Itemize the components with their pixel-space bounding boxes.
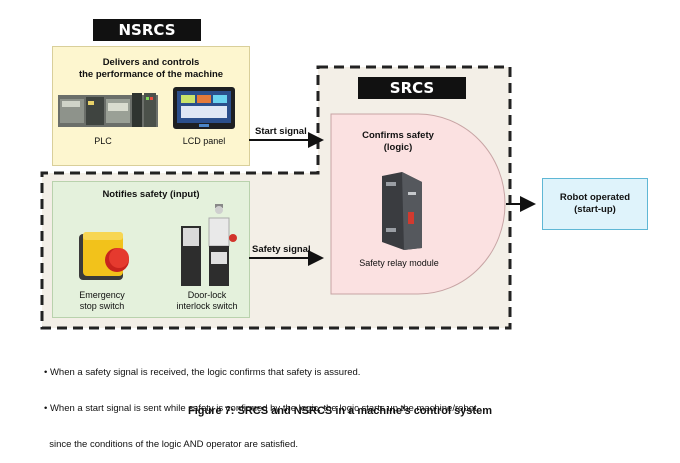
figure-caption: Figure 7: SRCS and NSRCS in a machine's … [188, 405, 492, 417]
note-1: • When a safety signal is received, the … [44, 367, 361, 378]
emergency-stop-image [79, 232, 129, 280]
safety-relay-image [382, 172, 422, 250]
plc-image [58, 93, 158, 127]
estop-line1: Emergency [79, 290, 125, 300]
robot-line2: (start-up) [574, 204, 616, 215]
nsrcs-box: Delivers and controls the performance of… [52, 46, 250, 166]
note-3: since the conditions of the logic AND op… [44, 439, 298, 450]
arrows [249, 132, 536, 266]
nsrcs-title: NSRCS [93, 19, 201, 41]
logic-line1: Confirms safety [362, 130, 434, 141]
input-title: Notifies safety (input) [102, 189, 200, 200]
safety-signal-label: Safety signal [252, 244, 311, 255]
input-box: Notifies safety (input) Emergency stop s… [52, 181, 250, 318]
lcd-panel-image [173, 87, 235, 129]
srcs-title: SRCS [358, 77, 466, 99]
robot-line1: Robot operated [559, 192, 631, 203]
start-signal-label: Start signal [255, 126, 307, 137]
note-2: • When a start signal is sent while safe… [44, 403, 477, 414]
safety-relay-label: Safety relay module [359, 258, 439, 268]
door-line1: Door-lock [187, 290, 227, 300]
door-line2: interlock switch [176, 301, 238, 311]
lcd-panel-label: LCD panel [182, 136, 226, 146]
logic-line2: (logic) [383, 142, 413, 153]
nsrcs-desc-line2: the performance of the machine [78, 69, 224, 80]
nsrcs-desc-line1: Delivers and controls [102, 57, 200, 68]
plc-label: PLC [94, 136, 112, 146]
door-lock-image [181, 204, 237, 286]
robot-box: Robot operated (start-up) [542, 178, 648, 230]
estop-line2: stop switch [79, 301, 125, 311]
